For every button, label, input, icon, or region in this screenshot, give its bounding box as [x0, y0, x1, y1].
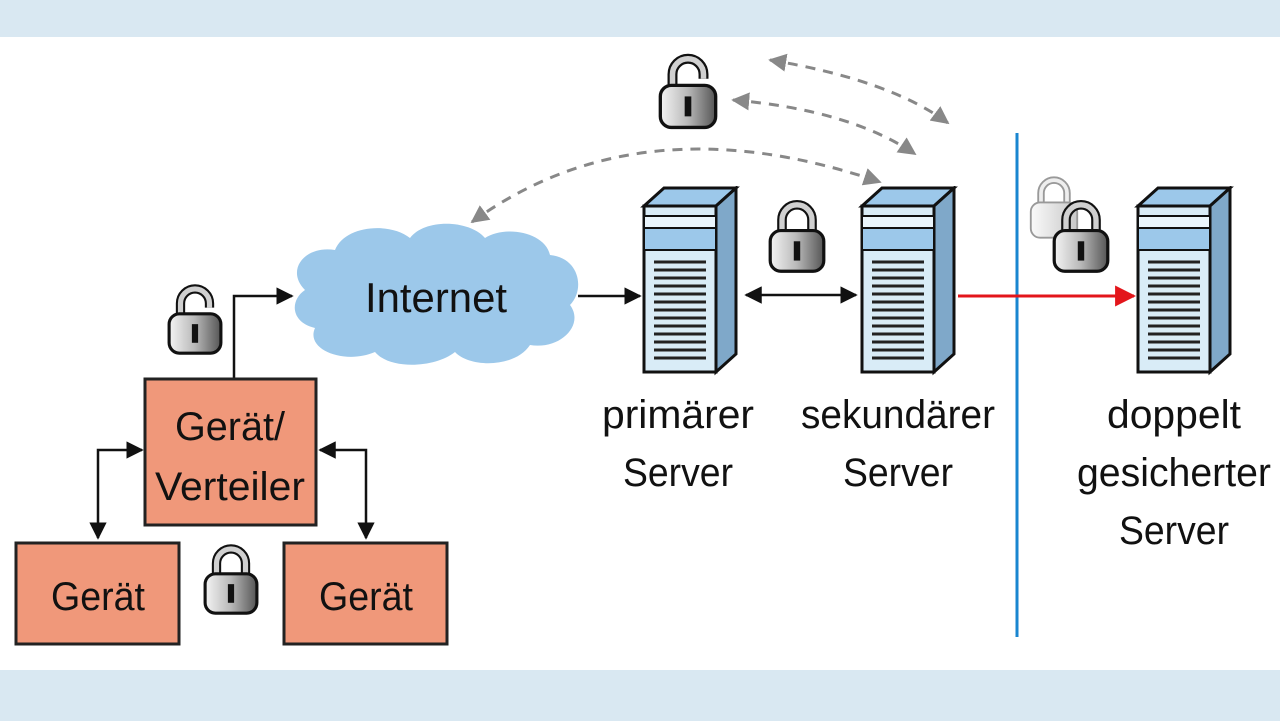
padlock-icon — [1054, 205, 1108, 271]
backup-server-icon — [1136, 186, 1232, 374]
backup-server-label-line1: doppelt — [1107, 393, 1241, 437]
unlocked-padlock-icon — [169, 289, 221, 353]
primary-server-label-line1: primärer — [602, 393, 754, 437]
internet-cloud: Internet — [294, 223, 579, 365]
secondary-server-icon — [860, 186, 956, 374]
primary-server-label-line2: Server — [623, 451, 733, 495]
top-banner — [0, 0, 1280, 37]
padlock-icon — [770, 205, 824, 271]
secondary-server-label-line2: Server — [843, 451, 953, 495]
arrow-hub-to-internet — [232, 287, 294, 378]
hub-node: Gerät/ Verteiler — [143, 377, 318, 527]
dashed-arrow-remote-2 — [768, 53, 950, 125]
unlocked-padlock-icon — [660, 59, 715, 128]
dashed-arrow-internet-secondary — [470, 147, 882, 224]
primary-server-icon — [642, 186, 738, 374]
internet-label: Internet — [365, 274, 507, 321]
device-left-node: Gerät — [14, 541, 181, 646]
device-left-label: Gerät — [51, 575, 145, 619]
dashed-arrow-remote-1 — [731, 92, 917, 156]
hub-label-line2: Verteiler — [155, 465, 305, 509]
backup-server-label-line2: gesicherter — [1077, 451, 1271, 495]
arrow-hub-device-left — [89, 441, 144, 540]
arrow-hub-device-right — [318, 441, 375, 540]
device-right-node: Gerät — [282, 541, 449, 646]
secondary-server-label-line1: sekundärer — [801, 393, 995, 437]
bottom-banner — [0, 670, 1280, 721]
padlock-icon — [205, 549, 257, 613]
backup-server-label-line3: Server — [1119, 509, 1229, 553]
device-right-label: Gerät — [319, 575, 413, 619]
hub-label-line1: Gerät/ — [175, 405, 286, 449]
